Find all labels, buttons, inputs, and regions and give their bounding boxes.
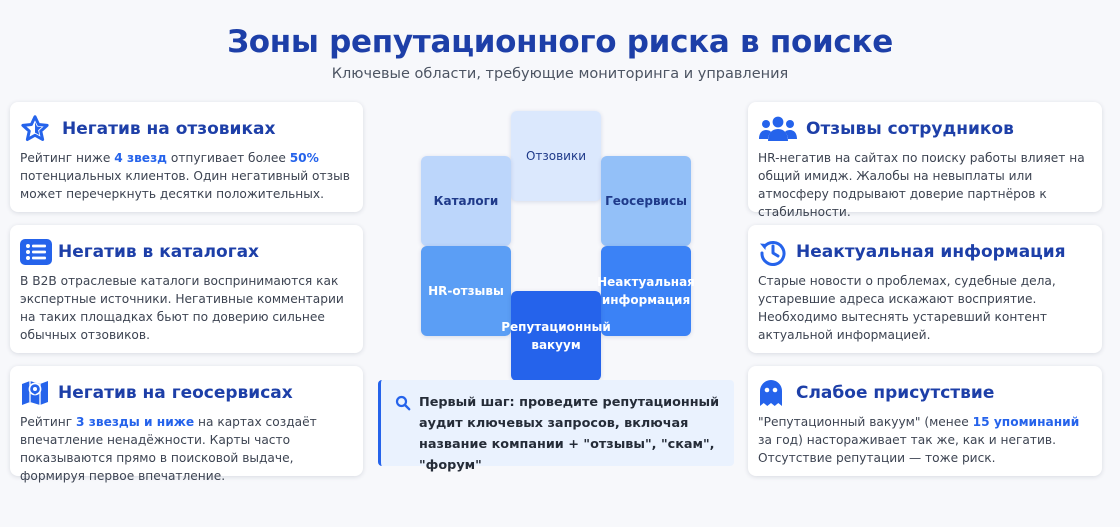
users-icon (758, 114, 802, 144)
card-text: Рейтинг 3 звезды и ниже на картах создаё… (20, 415, 317, 483)
card-title: Негатив в каталогах (58, 242, 260, 262)
card-text: В B2B отраслевые каталоги воспринимаются… (20, 274, 344, 342)
tile-geo: Геосервисы (601, 156, 691, 246)
page-title: Зоны репутационного риска в поиске (227, 24, 893, 60)
card-text: HR-негатив на сайтах по поиску работы вл… (758, 151, 1085, 219)
tile-hr-reviews: HR-отзывы (421, 246, 511, 336)
map-icon (20, 378, 54, 408)
highlight-rating: 3 звезды и ниже (76, 415, 195, 429)
highlight-rating: 4 звезд (114, 151, 167, 165)
tip-text: Первый шаг: проведите репутационный ауди… (419, 395, 720, 473)
card-text: "Репутационный вакуум" (менее 15 упомина… (758, 415, 1080, 465)
card-title: Отзывы сотрудников (806, 119, 1014, 139)
card-title: Негатив на геосервисах (58, 383, 293, 403)
card-title: Негатив на отзовиках (62, 119, 276, 139)
tile-catalogs: Каталоги (421, 156, 511, 246)
tile-reputation-vacuum: Репутационный вакуум (501, 291, 611, 381)
highlight-percent: 50% (289, 151, 319, 165)
card-title: Неактуальная информация (796, 242, 1066, 262)
list-icon (20, 237, 54, 267)
history-icon (758, 237, 792, 267)
card-geo-negative: Негатив на геосервисах Рейтинг 3 звезды … (10, 366, 363, 483)
card-text: Рейтинг ниже 4 звезд отпугивает более 50… (20, 151, 350, 201)
search-icon (395, 392, 419, 476)
card-text: Старые новости о проблемах, судебные дел… (758, 274, 1056, 342)
tip-box: Первый шаг: проведите репутационный ауди… (378, 380, 734, 473)
card-outdated-info: Неактуальная информация Старые новости о… (748, 225, 1102, 353)
card-weak-presence: Слабое присутствие "Репутационный вакуум… (748, 366, 1102, 476)
card-title: Слабое присутствие (796, 383, 995, 403)
tile-outdated-info: Неактуальная информация (597, 246, 695, 336)
tile-reviews: Отзовики (511, 111, 601, 201)
ghost-icon (758, 378, 792, 408)
card-reviews-negative: Негатив на отзовиках Рейтинг ниже 4 звез… (10, 102, 363, 212)
card-catalogs-negative: Негатив в каталогах В B2B отраслевые кат… (10, 225, 363, 353)
star-icon (20, 114, 54, 144)
highlight-mentions: 15 упоминаний (972, 415, 1080, 429)
page-subtitle: Ключевые области, требующие мониторинга … (331, 66, 789, 82)
card-employee-reviews: Отзывы сотрудников HR-негатив на сайтах … (748, 102, 1102, 219)
